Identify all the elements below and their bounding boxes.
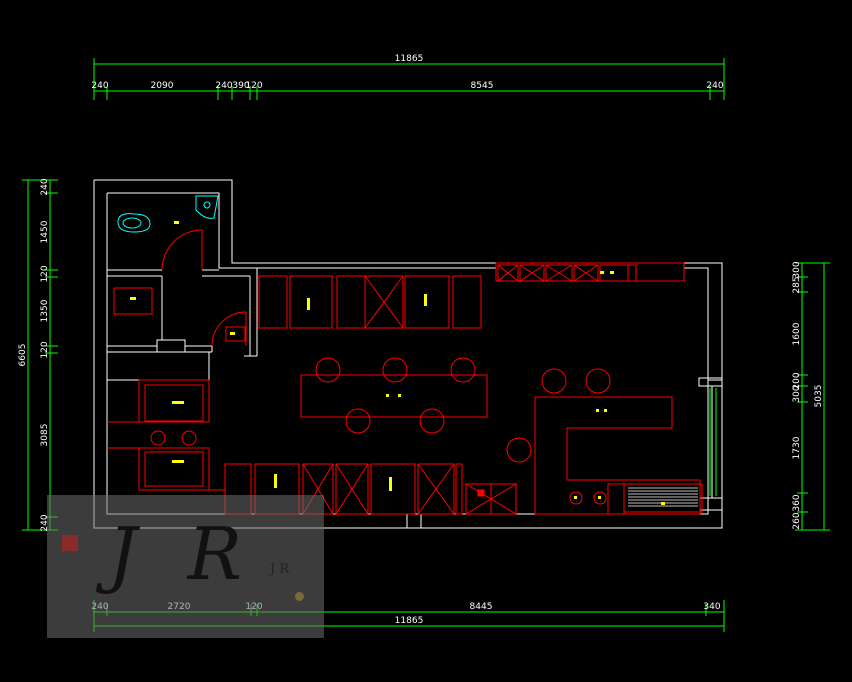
left-segment-4: 1350 [40, 299, 50, 322]
top-segment-2: 2090 [151, 81, 174, 91]
right-segment-3: 1600 [792, 322, 802, 345]
watermark-panel [47, 495, 324, 638]
left-segment-3: 120 [40, 265, 50, 282]
bottom-segment-5: 340 [703, 602, 720, 612]
right-segment-4: 200 [792, 372, 802, 389]
watermark-logo: J R [108, 512, 256, 596]
left-total-dimension: 6605 [18, 344, 28, 367]
bar-grill [628, 487, 698, 507]
top-booth-seating [258, 275, 482, 329]
service-station [465, 483, 517, 515]
window-frame [709, 388, 717, 496]
left-segment-7: 240 [40, 514, 50, 531]
right-total-dimension: 5035 [814, 385, 824, 408]
bottom-segment-4: 8445 [470, 602, 493, 612]
top-dimension-lines [93, 58, 725, 100]
top-segment-5: 120 [245, 81, 262, 91]
bathroom-fixtures [117, 195, 219, 233]
right-segment-2: 285 [792, 276, 802, 293]
right-segment-8: 260 [792, 512, 802, 529]
top-segment-1: 240 [91, 81, 108, 91]
building-walls [93, 179, 723, 529]
right-segment-1: 300 [792, 261, 802, 278]
top-segment-7: 240 [706, 81, 723, 91]
left-segment-6: 3085 [40, 424, 50, 447]
right-segment-5: 300 [792, 385, 802, 402]
left-segment-1: 240 [40, 178, 50, 195]
right-dimension-lines [795, 262, 830, 531]
left-segment-2: 1450 [40, 220, 50, 243]
label-marks [130, 221, 665, 505]
top-total-dimension: 11865 [395, 54, 424, 64]
left-dining-area [107, 287, 246, 491]
left-segment-5: 120 [40, 341, 50, 358]
door-swings [161, 229, 247, 347]
top-segment-6: 8545 [471, 81, 494, 91]
top-segment-3: 240 [215, 81, 232, 91]
watermark-small-logo: J R [270, 562, 290, 577]
watermark-dot-icon [295, 592, 304, 601]
right-segment-6: 1730 [792, 436, 802, 459]
bar-counter [506, 368, 703, 515]
right-segment-7: 360 [792, 494, 802, 511]
left-dimension-lines [22, 179, 58, 531]
communal-table [300, 357, 488, 434]
bottom-total-dimension: 11865 [395, 616, 424, 626]
top-cabinets [495, 262, 685, 282]
watermark-seal-icon [62, 535, 78, 551]
top-segment-4: 390 [232, 81, 249, 91]
